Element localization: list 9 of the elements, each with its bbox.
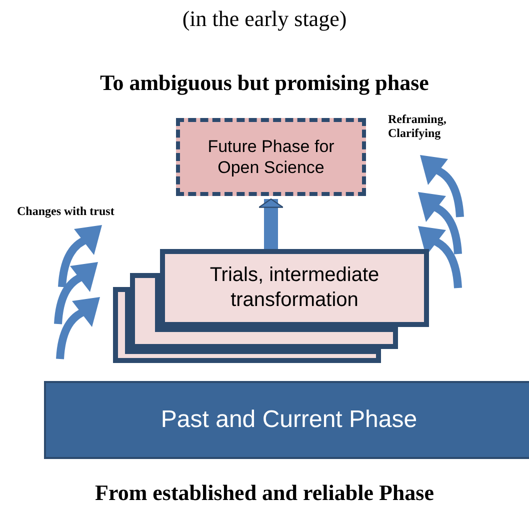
block-arrow (258, 198, 284, 249)
phase-bar: Past and Current Phase (44, 381, 529, 459)
annotation: Changes with trust (17, 204, 116, 218)
process-box: Future Phase for Open Science (176, 118, 366, 196)
heading: To ambiguous but promising phase (100, 70, 429, 96)
heading: From established and reliable Phase (95, 480, 434, 505)
process-box: Trials, intermediate transformation (160, 249, 429, 327)
subtitle: (in the early stage) (182, 6, 347, 32)
annotation: Reframing, Clarifying (388, 112, 448, 141)
